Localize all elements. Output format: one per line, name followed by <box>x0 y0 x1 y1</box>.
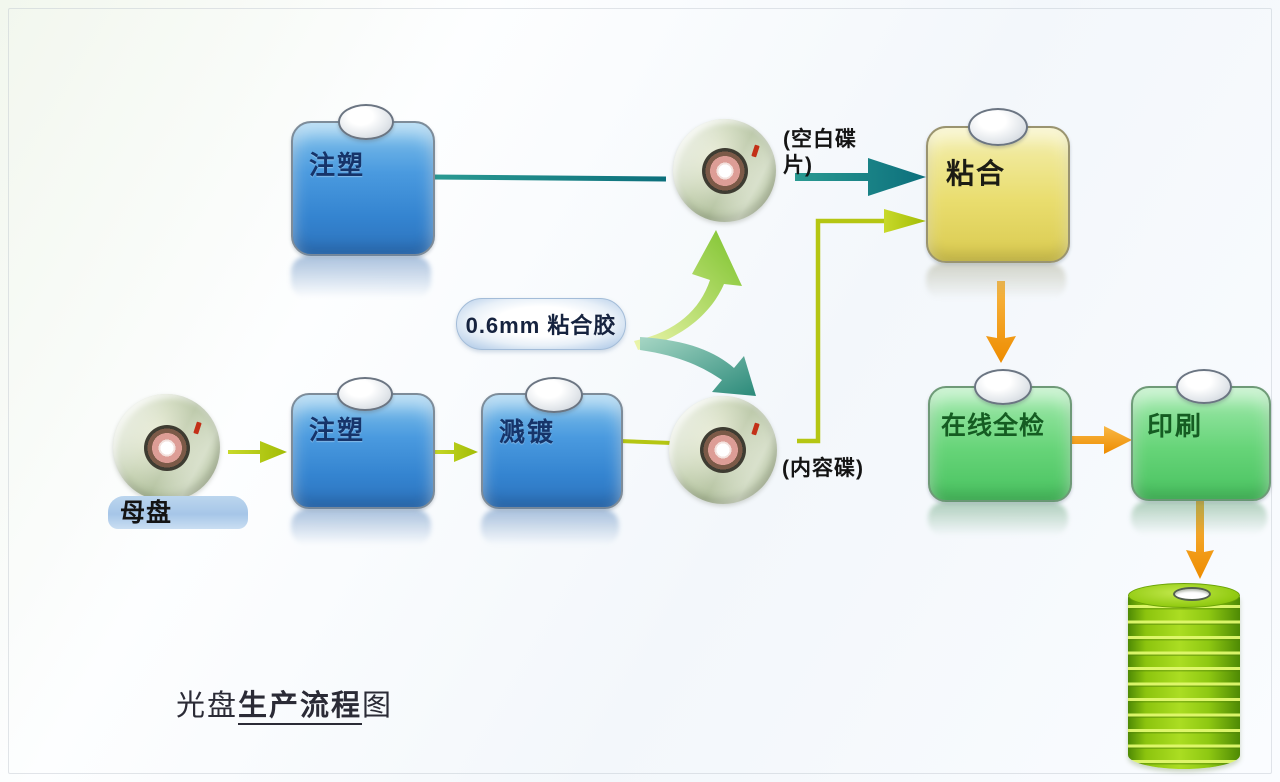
node-injection-top-label: 注塑 <box>309 150 366 180</box>
connector-sputtering-to-contentdisc <box>618 439 673 445</box>
node-reflection <box>1131 501 1267 535</box>
cd-red-mark-icon <box>193 421 202 435</box>
title-emphasis: 生产流程 <box>238 690 363 725</box>
node-reflection <box>926 263 1066 299</box>
node-sputtering-label: 溅镀 <box>499 417 556 447</box>
diagram-title: 光盘生产流程图 <box>176 682 394 725</box>
cd-content-disc-icon <box>669 396 777 504</box>
disc-stack-hole-icon <box>1173 587 1211 601</box>
node-inspection-label: 在线全检 <box>941 412 1046 440</box>
connector-injection-to-blankdisc <box>431 174 667 182</box>
node-injection-bottom-label: 注塑 <box>309 415 366 445</box>
connector-contentdisc-to-bonding <box>797 218 886 444</box>
cd-master-disc-icon <box>113 394 220 501</box>
curved-arrow-adhesive-to-contentdisc <box>640 337 756 396</box>
title-prefix: 光盘 <box>176 690 239 722</box>
node-tab-icon <box>338 104 394 140</box>
node-tab-icon <box>337 377 393 411</box>
node-reflection <box>291 509 431 545</box>
arrow-injection-to-sputtering <box>431 442 478 462</box>
node-tab-icon <box>968 108 1028 146</box>
arrowhead-contentdisc-to-bonding <box>884 209 926 233</box>
node-injection-bottom[interactable]: 注塑 <box>291 393 435 509</box>
node-printing[interactable]: 印刷 <box>1131 386 1271 501</box>
disc-stack-cylinder-icon <box>1128 594 1240 769</box>
annotation-master-disc: 母盘 <box>120 499 173 527</box>
node-inspection[interactable]: 在线全检 <box>928 386 1072 502</box>
node-tab-icon <box>525 377 583 413</box>
arrow-blankdisc-to-bonding <box>795 158 926 196</box>
cd-hub-icon <box>143 424 190 471</box>
cd-blank-disc-icon <box>673 119 776 222</box>
label-adhesive: 0.6mm 粘合胶 <box>456 298 626 350</box>
arrow-inspection-to-printing <box>1070 426 1132 454</box>
cd-red-mark-icon <box>751 422 760 436</box>
annotation-content-disc: (内容碟) <box>782 457 864 480</box>
cd-red-mark-icon <box>751 144 760 158</box>
node-injection-top[interactable]: 注塑 <box>291 121 435 256</box>
arrow-master-to-injection <box>228 441 287 463</box>
node-bonding[interactable]: 粘合 <box>926 126 1070 263</box>
node-reflection <box>928 502 1068 536</box>
node-reflection <box>291 256 431 298</box>
node-tab-icon <box>1176 369 1232 404</box>
title-suffix: 图 <box>362 690 394 722</box>
node-reflection <box>481 509 619 545</box>
node-bonding-label: 粘合 <box>946 158 1007 189</box>
master-disc-label-strip <box>108 496 248 529</box>
arrow-printing-to-stack <box>1186 500 1214 579</box>
cd-hub-icon <box>701 147 748 194</box>
node-tab-icon <box>974 369 1032 405</box>
arrow-bonding-to-inspection <box>986 281 1016 363</box>
node-printing-label: 印刷 <box>1147 411 1204 441</box>
curved-arrow-adhesive-to-blankdisc <box>634 230 742 350</box>
annotation-blank-disc: (空白碟片) <box>783 128 857 177</box>
cd-hub-icon <box>700 427 746 473</box>
